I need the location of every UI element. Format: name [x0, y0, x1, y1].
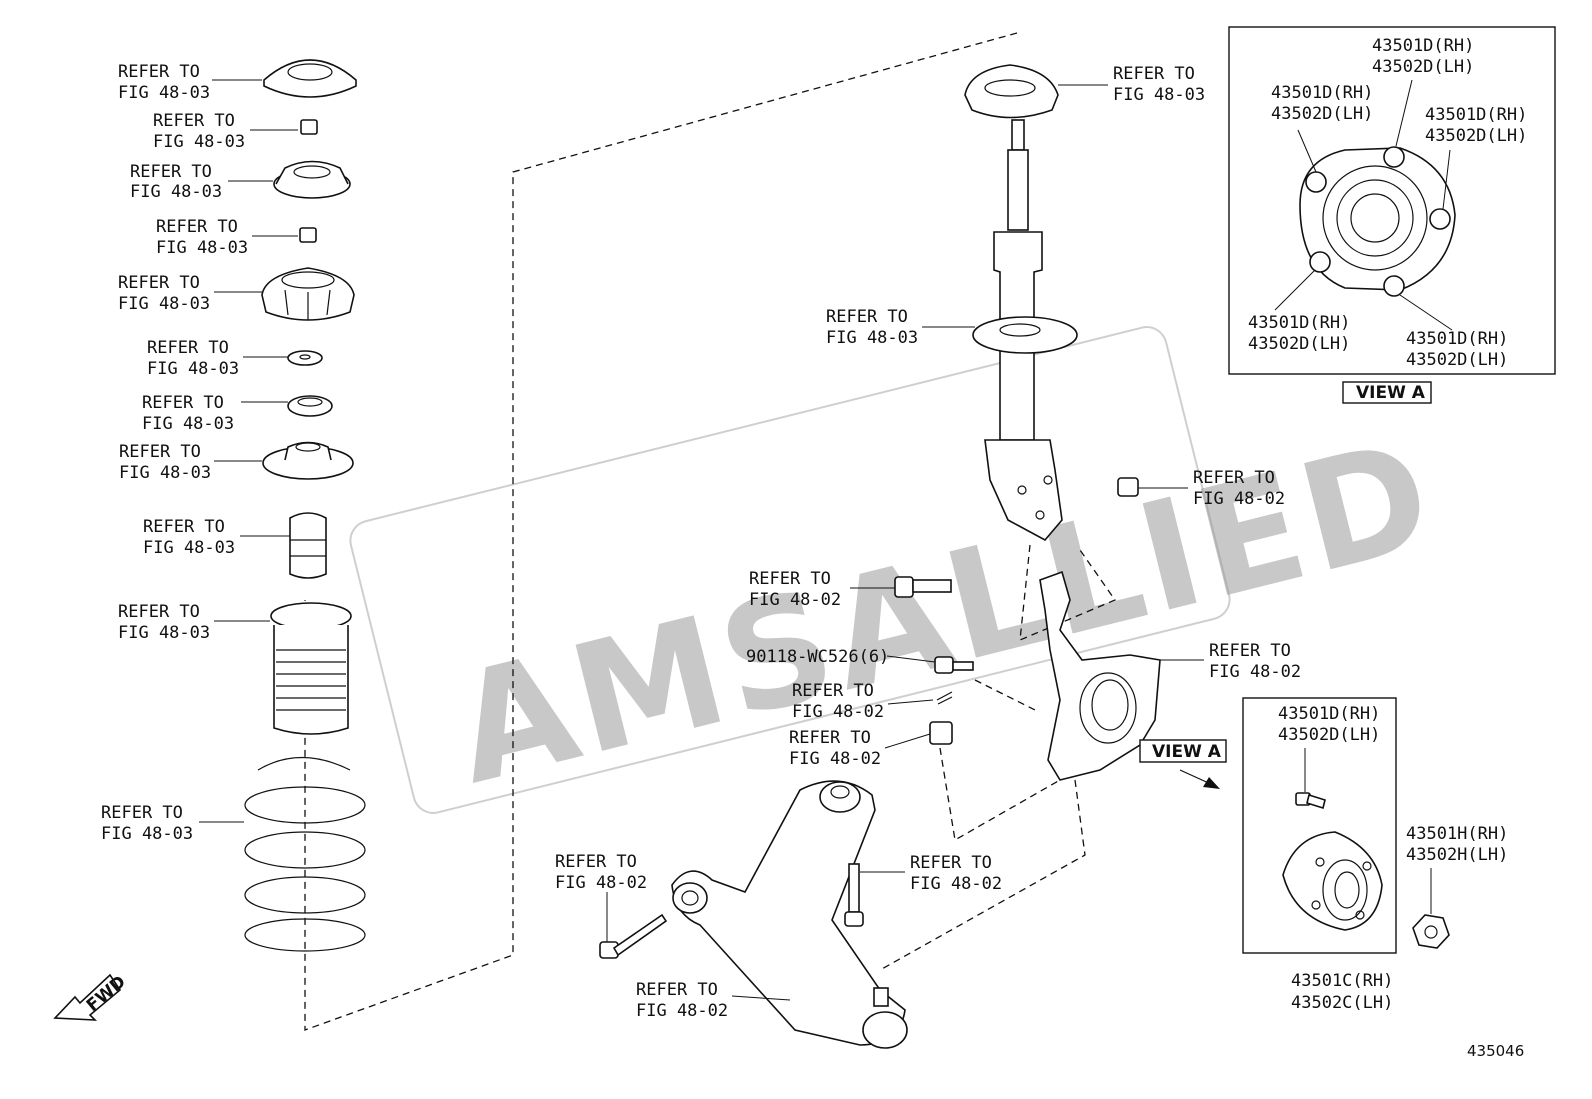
view-a-box-label: VIEW A	[1356, 383, 1426, 403]
hub-bolt	[1295, 792, 1326, 810]
label-view-a-upper-right: 43501D(RH)43502D(LH)	[1425, 105, 1527, 146]
hub-face	[1299, 146, 1456, 297]
knuckle-bolt	[934, 656, 974, 674]
view-a-leaders	[1274, 79, 1453, 331]
hub-inset: 43501D(RH)43502D(LH)	[1242, 697, 1397, 954]
label-view-a-top: 43501D(RH)43502D(LH)	[1372, 36, 1474, 77]
strut-leaders	[850, 84, 1188, 589]
upper-support	[273, 160, 351, 199]
label-hub-bolt: 43501D(RH)43502D(LH)	[1278, 704, 1380, 745]
strut-knuckle-guide	[1019, 544, 1116, 642]
arm-leaders	[606, 871, 905, 1001]
cotter-pin	[936, 691, 953, 705]
dust-boot	[270, 602, 352, 735]
label-view-a-upper-left: 43501D(RH)43502D(LH)	[1271, 83, 1373, 124]
left-leaders	[199, 79, 298, 823]
fwd-arrow-icon: FWD	[53, 972, 130, 1021]
knuckle-leaders	[884, 655, 1204, 749]
label-knuckle-bolt: 90118-WC526(6)	[746, 647, 889, 667]
mount-bearing	[261, 267, 355, 321]
steering-knuckle	[1039, 570, 1161, 781]
washer-1	[287, 350, 323, 366]
label-view-a-lower-left: 43501D(RH)43502D(LH)	[1248, 313, 1350, 354]
label-hub: 43501C(RH)43502C(LH)	[1291, 971, 1393, 1013]
washer-2	[287, 395, 333, 417]
nut-2	[299, 227, 317, 243]
coil-spring	[244, 757, 366, 952]
strut-upper-seat	[964, 64, 1059, 119]
view-a-caption: VIEW A	[1342, 381, 1432, 404]
diagram-code: 435046	[1467, 1042, 1524, 1060]
castle-nut	[929, 721, 953, 745]
label-view-a-lower-right: 43501D(RH)43502D(LH)	[1406, 329, 1508, 370]
lower-arm	[671, 780, 908, 1049]
assembly-boundary	[304, 32, 1018, 1031]
label-hub-nut: 43501H(RH)43502H(LH)	[1406, 824, 1508, 865]
view-a-pointer: VIEW A	[1139, 739, 1227, 789]
view-a-inset: 43501D(RH)43502D(LH) 43501D(RH)43502D(LH…	[1228, 26, 1556, 375]
hub-nut	[1412, 868, 1450, 949]
front-arm-bolt	[599, 913, 668, 959]
upper-support-cap	[263, 59, 357, 98]
knuckle-guide-3	[879, 779, 1086, 971]
knuckle-guide-2	[939, 747, 1061, 842]
view-a-pointer-label: VIEW A	[1152, 742, 1222, 762]
spring-upper-seat	[262, 441, 354, 480]
shock-absorber	[972, 119, 1078, 542]
rear-arm-bolt	[844, 863, 864, 927]
hub-bearing	[1282, 831, 1383, 931]
nut-1	[300, 119, 318, 135]
strut-bolt	[894, 576, 952, 598]
bump-stopper	[289, 512, 327, 579]
strut-nut	[1117, 477, 1139, 497]
